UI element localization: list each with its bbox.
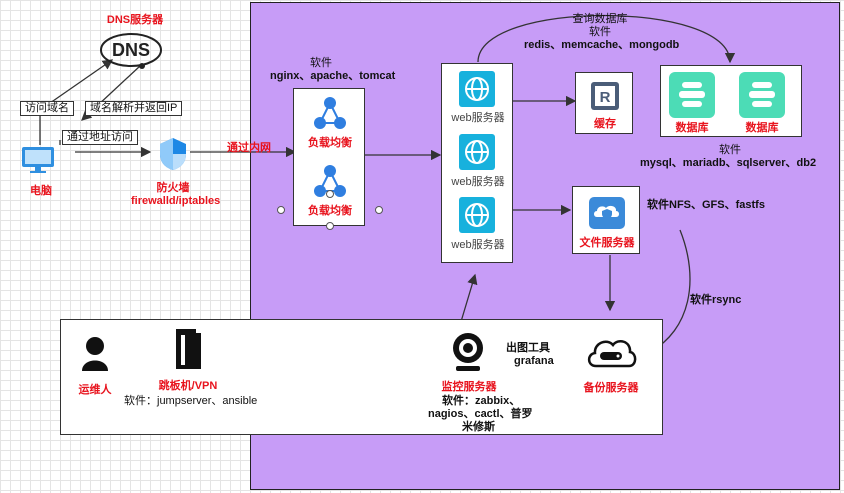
- ops-label: 运维人: [78, 384, 112, 396]
- user-icon: [80, 335, 110, 371]
- graph-tool-software: grafana: [514, 355, 554, 367]
- resolve-return-ip-label: 域名解析并返回IP: [85, 101, 183, 116]
- web-label-3: web服务器: [451, 239, 505, 251]
- visit-domain-label: 访问域名: [20, 101, 74, 116]
- svg-text:R: R: [600, 89, 611, 106]
- lb-group: 负载均衡 负载均衡: [293, 88, 365, 226]
- lb-label-1: 负载均衡: [308, 137, 352, 149]
- db-software-title: 软件: [719, 144, 741, 156]
- monitor-software-line1: 软件：zabbix、: [442, 395, 521, 407]
- database-icon: [739, 72, 785, 118]
- web-label-1: web服务器: [451, 112, 505, 124]
- selection-handle[interactable]: [277, 206, 285, 214]
- computer-icon: [20, 145, 56, 175]
- cache-query-software-title: 软件: [589, 26, 611, 38]
- web-group: web服务器 web服务器 web服务器: [441, 63, 513, 263]
- db-group: 数据库 数据库: [660, 65, 802, 137]
- dns-icon: DNS: [96, 30, 166, 70]
- visit-by-address-label: 通过地址访问: [62, 130, 138, 145]
- shield-icon: [158, 136, 188, 172]
- computer-label: 电脑: [30, 185, 52, 197]
- firewall-label: 防火墙: [156, 182, 190, 194]
- cache-query-software: redis、memcache、mongodb: [524, 39, 680, 51]
- network-icon: [312, 163, 348, 199]
- jump-software: 软件：jumpserver、ansible: [124, 395, 258, 407]
- lb-label-2: 负载均衡: [308, 205, 352, 217]
- monitor-label: 监控服务器: [441, 381, 497, 393]
- selection-handle[interactable]: [326, 222, 334, 230]
- intranet-label: 通过内网: [227, 142, 271, 154]
- dns-title: DNS服务器: [106, 14, 164, 26]
- monitor-web-arrow: [459, 273, 478, 326]
- db-label-2: 数据库: [745, 122, 779, 134]
- cache-box: R 缓存: [575, 72, 633, 134]
- globe-icon: [459, 71, 495, 107]
- firewall-software: firewalld/iptables: [131, 195, 221, 207]
- rsync-label: 软件rsync: [690, 294, 742, 306]
- lb-software: nginx、apache、tomcat: [270, 70, 396, 82]
- selection-handle[interactable]: [375, 206, 383, 214]
- file-server-label: 文件服务器: [579, 237, 635, 249]
- db-label-1: 数据库: [675, 122, 709, 134]
- file-server-box: 文件服务器: [572, 186, 640, 254]
- graph-tool-label: 出图工具: [506, 342, 550, 354]
- database-icon: [669, 72, 715, 118]
- globe-icon: [459, 197, 495, 233]
- lb-software-title: 软件: [310, 57, 332, 69]
- webcam-icon: [448, 330, 488, 374]
- web-label-2: web服务器: [451, 176, 505, 188]
- backup-label: 备份服务器: [583, 382, 639, 394]
- dns-icon-text: DNS: [112, 40, 150, 60]
- ops-box: [60, 319, 663, 435]
- globe-icon: [459, 134, 495, 170]
- cache-query-title: 查询数据库: [572, 13, 628, 25]
- door-icon: [170, 327, 206, 371]
- cache-label: 缓存: [594, 118, 616, 130]
- file-server-software: 软件NFS、GFS、fastfs: [647, 199, 765, 211]
- network-icon: [312, 95, 348, 131]
- monitor-software-line3: 米修斯: [462, 421, 495, 433]
- cloud-shield-icon: [587, 195, 627, 231]
- monitor-software-line2: nagios、cactl、普罗: [428, 408, 533, 420]
- db-software: mysql、mariadb、sqlserver、db2: [640, 157, 817, 169]
- query-db-arrow: [477, 14, 736, 64]
- chip-icon: R: [587, 78, 623, 114]
- cloud-drive-icon: [584, 332, 638, 372]
- selection-handle[interactable]: [326, 190, 334, 198]
- jump-label: 跳板机/VPN: [158, 380, 218, 392]
